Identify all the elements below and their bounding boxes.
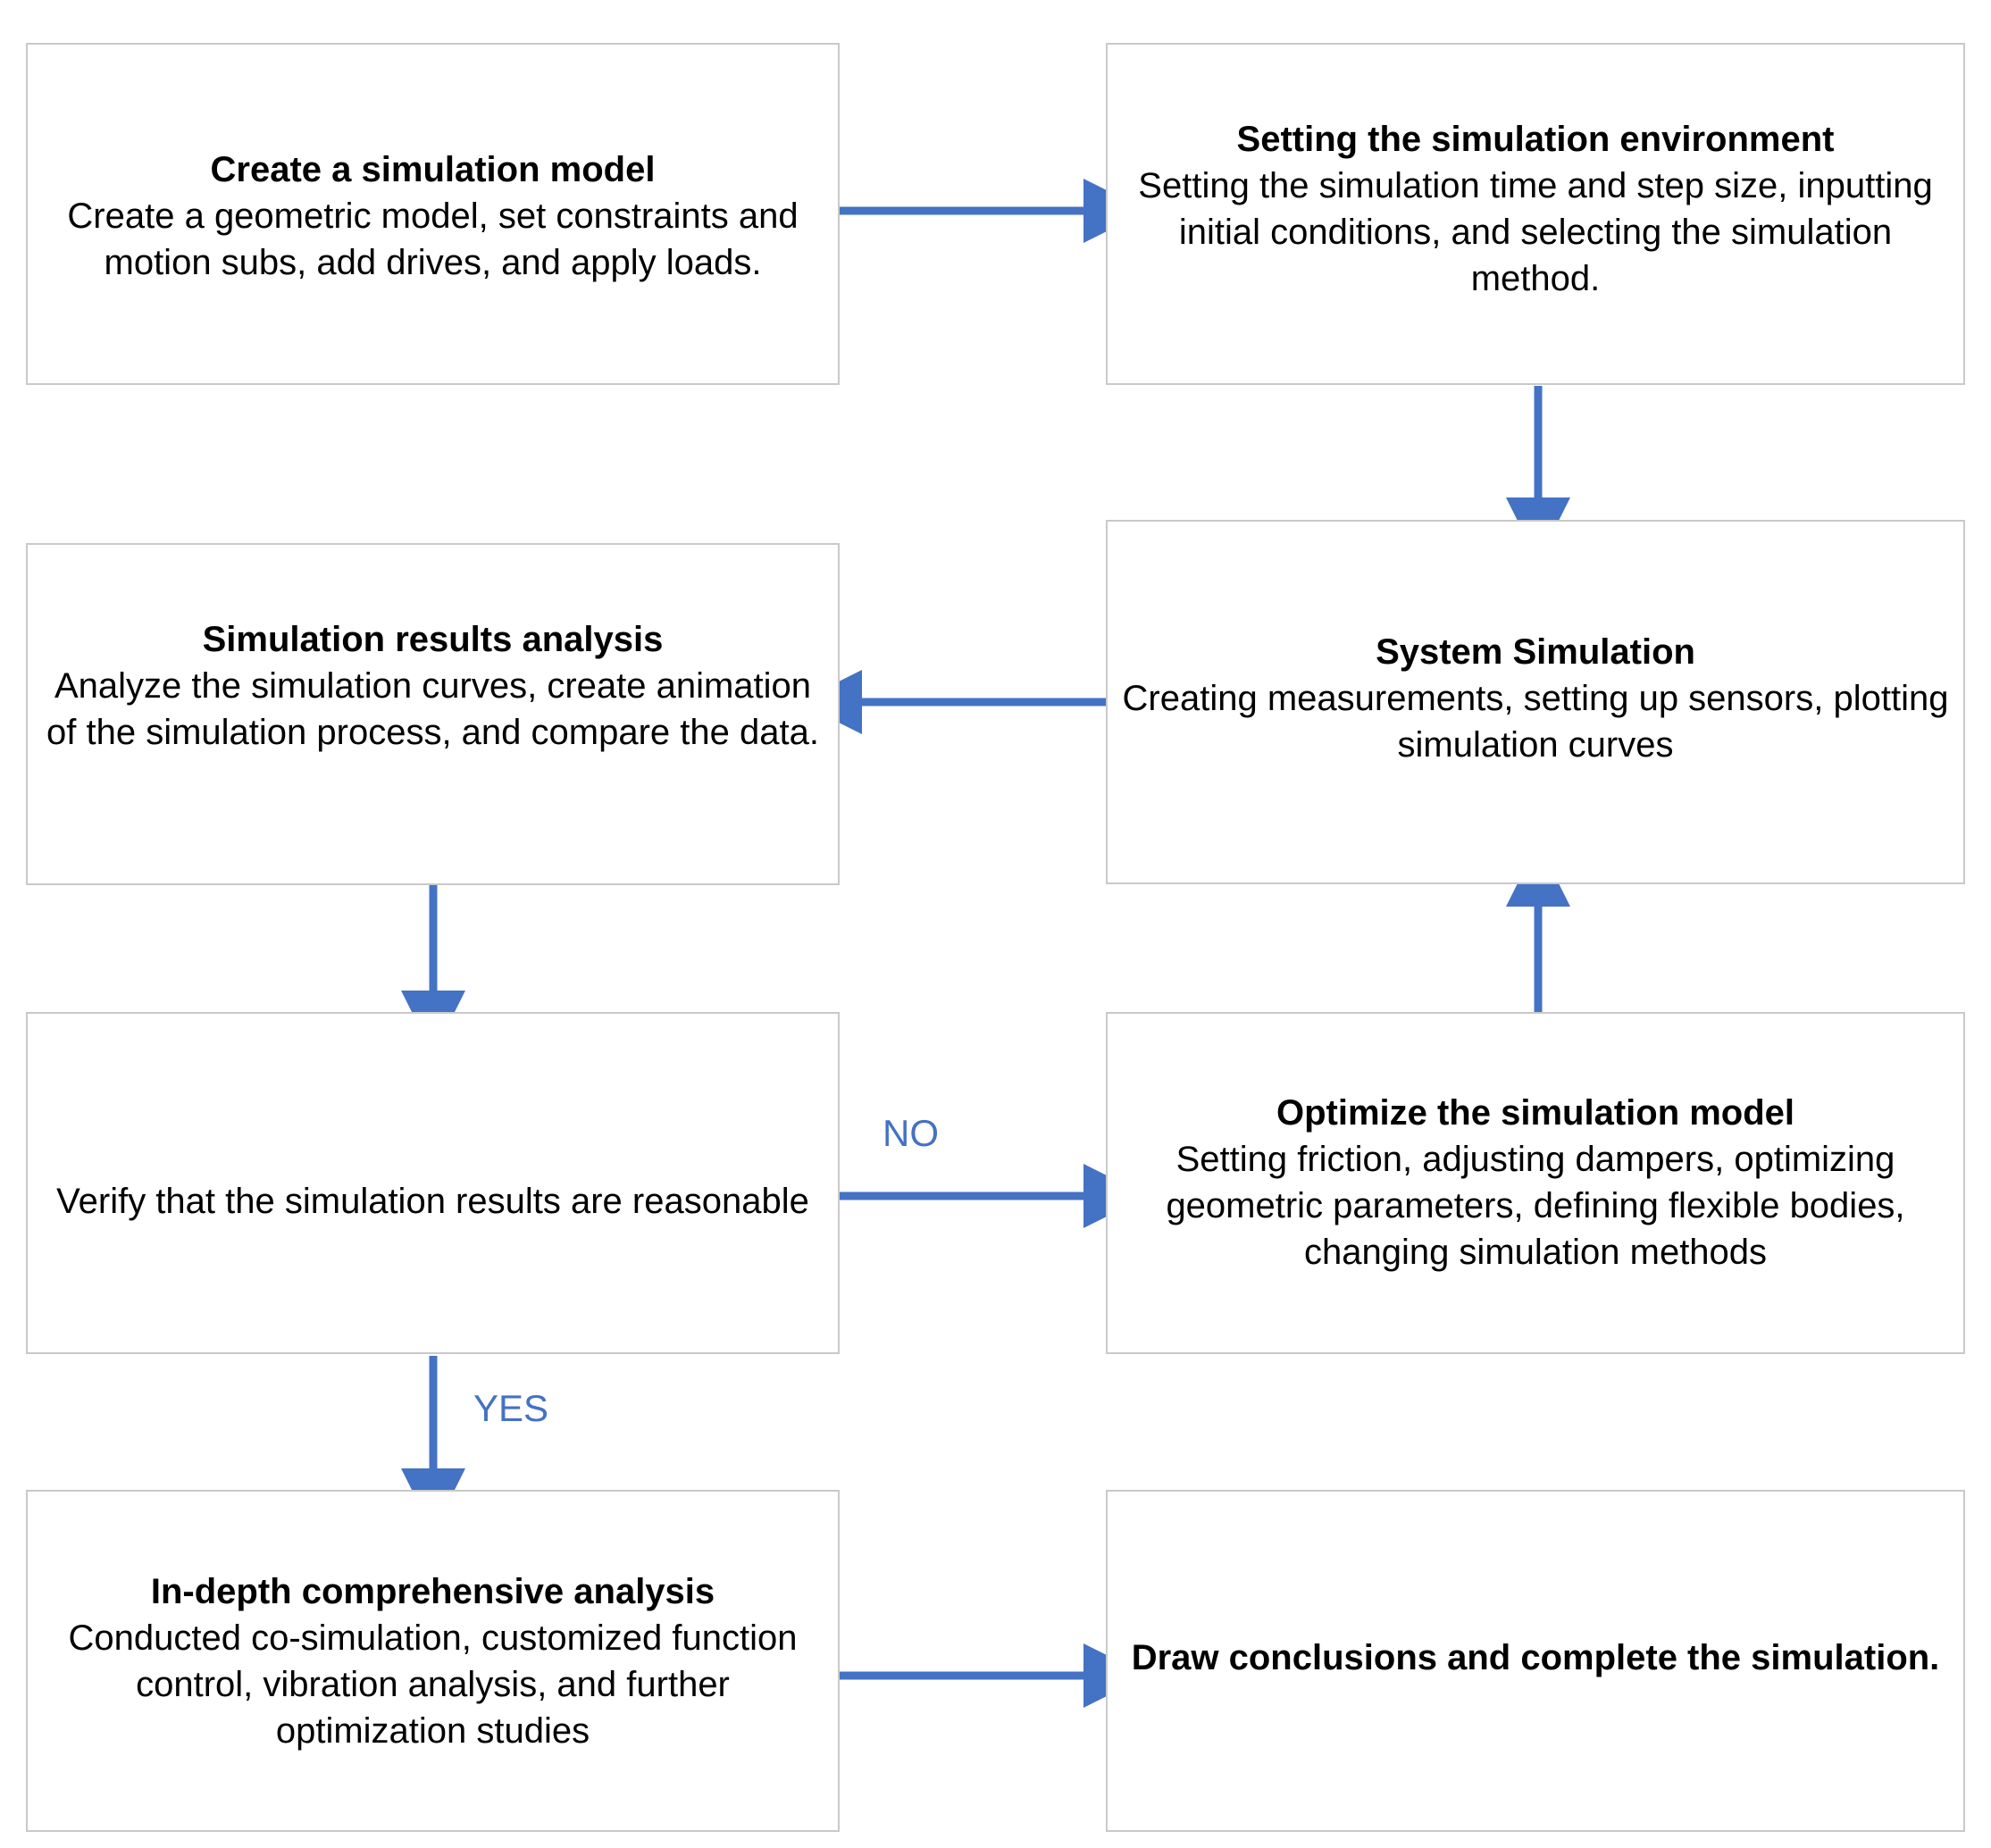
node-title: System Simulation (1376, 632, 1695, 672)
node-title: Optimize the simulation model (1276, 1093, 1795, 1133)
node-system-simulation[interactable]: System Simulation Creating measurements,… (1106, 520, 1965, 884)
node-title: Simulation results analysis (202, 620, 664, 659)
node-verify-results-reasonable[interactable]: Verify that the simulation results are r… (26, 1012, 840, 1354)
node-create-simulation-model[interactable]: Create a simulation model Create a geome… (26, 43, 840, 385)
node-title: Setting the simulation environment (1236, 120, 1835, 159)
node-title: Draw conclusions and complete the simula… (1131, 1638, 1940, 1677)
node-body: Setting friction, adjusting dampers, opt… (1166, 1140, 1905, 1272)
node-simulation-results-analysis[interactable]: Simulation results analysis Analyze the … (26, 543, 840, 885)
node-draw-conclusions[interactable]: Draw conclusions and complete the simula… (1106, 1490, 1965, 1832)
node-title: Create a simulation model (210, 150, 656, 189)
node-body: Create a geometric model, set constraint… (67, 197, 799, 282)
edge-label-yes: YES (473, 1387, 549, 1429)
node-body: Analyze the simulation curves, create an… (46, 666, 819, 752)
node-body: Creating measurements, setting up sensor… (1122, 679, 1949, 765)
node-optimize-simulation-model[interactable]: Optimize the simulation model Setting fr… (1106, 1012, 1965, 1354)
node-body: Setting the simulation time and step siz… (1138, 166, 1933, 298)
node-setting-simulation-environment[interactable]: Setting the simulation environment Setti… (1106, 43, 1965, 385)
node-body: Verify that the simulation results are r… (56, 1182, 809, 1221)
node-body: Conducted co-simulation, customized func… (68, 1618, 798, 1751)
node-in-depth-comprehensive-analysis[interactable]: In-depth comprehensive analysis Conducte… (26, 1490, 840, 1832)
edge-label-no: NO (883, 1112, 939, 1154)
node-title: In-depth comprehensive analysis (150, 1572, 715, 1611)
